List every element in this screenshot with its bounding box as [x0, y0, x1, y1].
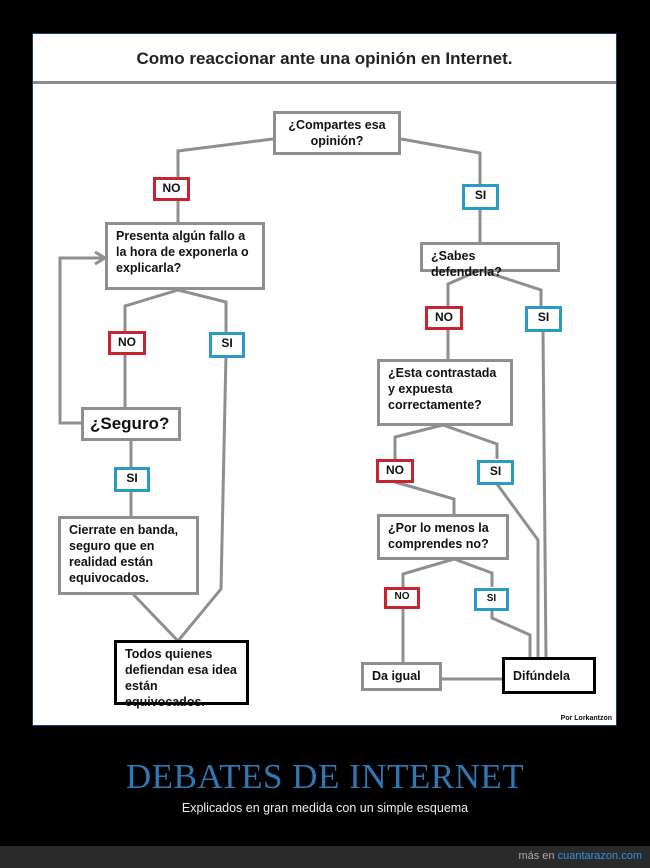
poster-title: Como reaccionar ante una opinión en Inte… — [136, 49, 513, 68]
tag-si-sabes: SI — [525, 306, 562, 332]
line-cierrate-to-todos — [129, 590, 180, 643]
headline: DEBATES DE INTERNET — [125, 757, 525, 796]
line-no-to-comprendes — [394, 480, 456, 514]
tag-no-presenta: NO — [108, 331, 146, 355]
connector-lines — [58, 137, 548, 681]
tag-si-comprendes: SI — [474, 588, 509, 611]
line-sabes-to-si — [479, 268, 543, 306]
footer-prefix: más en — [518, 850, 555, 862]
line-sabes-to-no — [446, 268, 481, 306]
tag-no-contrastada: NO — [376, 459, 414, 483]
site-link[interactable]: cuantarazon.com — [557, 850, 642, 862]
line-presenta-to-si — [177, 288, 228, 332]
author-credit: Por Lorkantzon — [560, 715, 612, 722]
line-contrastada-to-no — [393, 423, 444, 459]
tag-no-root: NO — [153, 177, 190, 201]
line-presenta-to-no — [123, 288, 179, 332]
title-bar: Como reaccionar ante una opinión en Inte… — [33, 34, 616, 84]
tag-no-sabes: NO — [425, 306, 463, 330]
node-compartes: ¿Compartes esa opinión? — [273, 111, 401, 155]
node-seguro: ¿Seguro? — [81, 407, 181, 441]
line-contrastada-to-si — [442, 423, 499, 459]
footer-bar: más en cuantarazon.com — [0, 846, 650, 868]
line-comprendes-to-si — [453, 557, 494, 587]
node-sabes: ¿Sabes defenderla? — [420, 242, 560, 279]
node-contrastada: ¿Esta contrastada y expuesta correctamen… — [377, 359, 513, 426]
node-todos: Todos quienes defiendan esa idea están e… — [114, 640, 249, 709]
tag-si-contrastada: SI — [477, 460, 514, 485]
node-presenta: Presenta algún fallo a la hora de expone… — [105, 222, 265, 290]
node-difundela: Difúndela — [502, 657, 596, 694]
tag-si-root: SI — [462, 184, 499, 210]
subheadline: Explicados en gran medida con un simple … — [181, 801, 469, 815]
node-da-igual: Da igual — [361, 662, 442, 691]
line-root-to-no — [176, 137, 274, 179]
tag-si-presenta: SI — [209, 332, 245, 358]
node-comprendes: ¿Por lo menos la comprendes no? — [377, 514, 509, 560]
line-sabes-si-down — [541, 329, 548, 660]
flowchart-poster: Como reaccionar ante una opinión en Inte… — [32, 33, 617, 726]
footer-text: más en cuantarazon.com — [518, 850, 642, 862]
line-comprendes-to-no — [401, 557, 455, 587]
line-si-to-difundela — [490, 610, 532, 659]
node-cierrate: Cierrate en banda, seguro que en realida… — [58, 516, 199, 595]
line-presenta-si-to-todos — [176, 353, 228, 642]
tag-si-seguro: SI — [114, 467, 150, 492]
tag-no-comprendes: NO — [384, 587, 420, 609]
line-root-to-si — [400, 137, 482, 184]
line-seguro-loop — [58, 256, 105, 425]
line-contrastada-si-down — [495, 483, 540, 659]
